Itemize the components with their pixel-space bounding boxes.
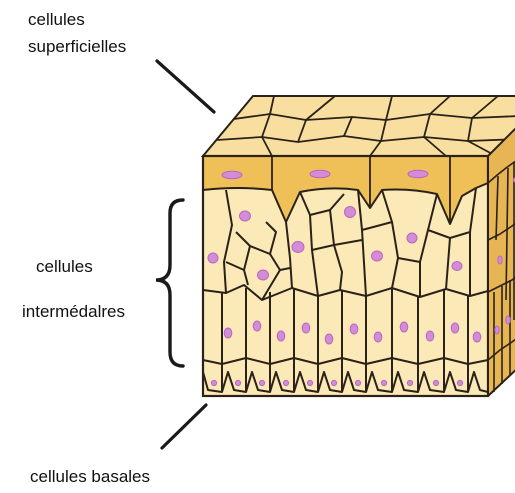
label-superficial-line1: cellules — [28, 9, 85, 31]
pointer-line-basal — [162, 405, 206, 448]
label-intermediate-line1: cellules — [36, 256, 93, 278]
label-intermediate-line2: intermédalres — [22, 301, 125, 323]
side-face — [488, 124, 515, 396]
front-face — [203, 156, 488, 396]
top-face — [203, 96, 515, 156]
bracket-intermediate — [156, 200, 183, 366]
label-superficial-line2: superficielles — [28, 36, 126, 58]
label-basal: cellules basales — [30, 466, 150, 488]
pointer-line-superficial — [157, 61, 214, 112]
